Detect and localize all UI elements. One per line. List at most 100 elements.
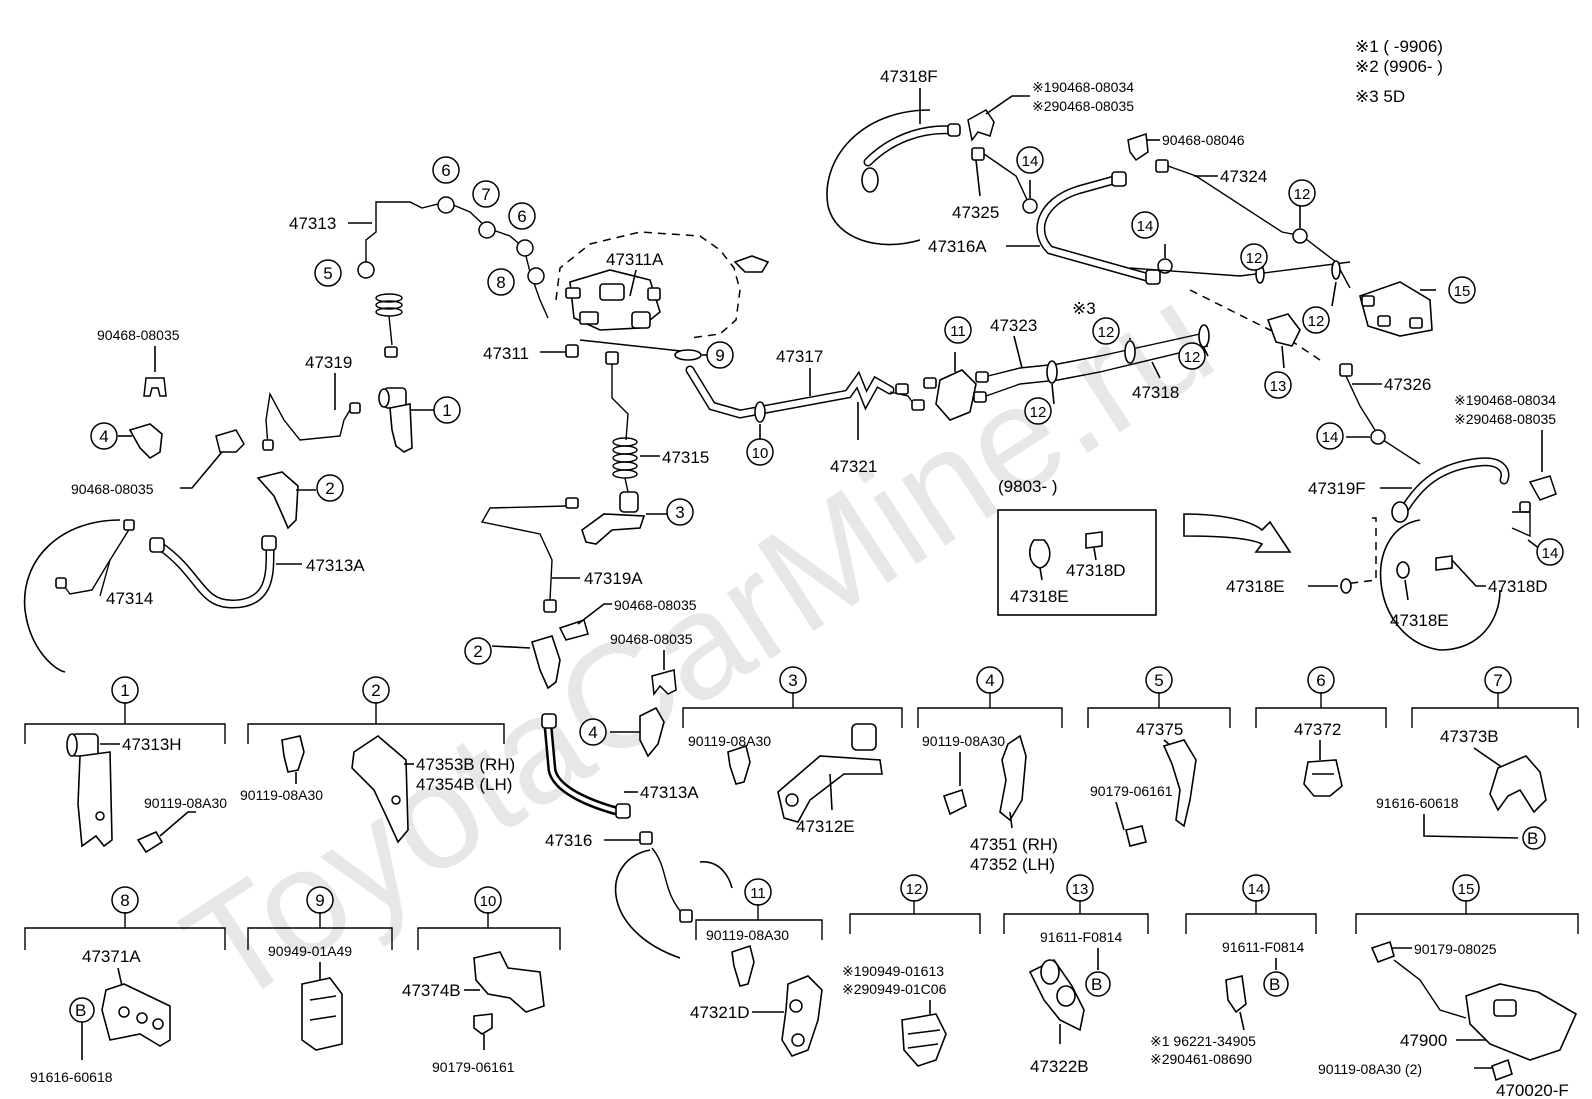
legend-group-8: 47371A B 91616-60618 [30,947,171,1085]
label-top-clip-2: ※290468-08035 [1032,98,1134,114]
legend-group-12: ※190949-01613 ※290949-01C06 [842,963,947,1067]
inset-title: (9803- ) [998,477,1058,496]
label-right-clip-1: ※190468-08034 [1454,392,1556,408]
pipe-47319 [265,391,351,447]
callout-2: 2 [325,479,334,498]
g5-part: 47375 [1136,720,1183,739]
coil-spring-left [375,293,403,358]
pipe-47326 [1345,375,1421,465]
callout-7: 7 [1493,671,1502,690]
clip-14-dot-right [1370,429,1386,445]
callout-10-circle [746,438,774,466]
bracket-4-left [128,423,163,460]
inset-9803: (9803- ) 47318E 47318D [997,477,1157,616]
clip-12-oval-b [1124,340,1136,364]
g14-ref-circle [1263,971,1289,997]
tee-fitting-3 [565,491,646,545]
label-47319F: 47319F [1308,479,1366,498]
callout-12-circle [1302,306,1330,334]
inset-47318E: 47318E [1010,587,1069,606]
callout-14: 14 [1022,153,1039,170]
clip-7-dot [478,221,496,239]
g10-part: 47374B [402,981,461,1000]
g7-ref: B [1527,829,1538,848]
label-47315: 47315 [662,448,709,467]
clip-12-oval-e [1331,260,1341,280]
legend-group-1: 47313H 90119-08A30 [66,733,227,854]
callout-4: 4 [588,723,597,742]
bracket-4-mid [639,706,665,758]
g2-bolt: 90119-08A30 [240,787,323,803]
callout-1: 1 [120,681,129,700]
callout-12-circle [1288,179,1316,207]
clip-top [967,109,995,142]
callout-15: 15 [1458,881,1475,898]
label-47318F: 47318F [880,67,938,86]
label-90468-08035-d: 90468-08035 [610,631,693,647]
callout-6: 6 [441,161,450,180]
label-47326: 47326 [1384,375,1431,394]
callout-14: 14 [1248,881,1265,898]
callout-5: 5 [1154,671,1163,690]
callout-3-circle [666,498,694,526]
clip-5-dot [357,261,375,279]
label-top-clip-1: ※190468-08034 [1032,79,1134,95]
direction-arrow [1183,513,1292,553]
label-47321: 47321 [830,457,877,476]
label-right-clip-2: ※290468-08035 [1454,411,1556,427]
g8-ref: B [75,1001,86,1020]
legend-group-11: 90119-08A30 47321D [690,927,823,1057]
g12-v1: ※190949-01613 [842,963,944,979]
callout-5: 5 [323,264,332,283]
legend-group-4: 90119-08A30 47351 (RH) 47352 (LH) [922,733,1058,874]
clip-12-oval-a [1046,360,1058,384]
callout-4: 4 [985,671,994,690]
label-47311: 47311 [483,344,529,363]
clip-8-dot [527,267,545,285]
clip-90468-08046 [1127,132,1149,162]
callout-13: 13 [1270,378,1287,395]
hose-47313A-left [155,541,275,609]
callout-6-circle [432,156,460,184]
g2-rh: 47353B (RH) [416,755,515,774]
callout-14: 14 [1542,545,1559,562]
clip-right [1528,475,1557,501]
callout-13: 13 [1072,881,1089,898]
g13-ref-circle [1085,971,1111,997]
g14-ref: B [1269,975,1280,994]
clip-14-dot-top [1022,198,1038,214]
clip-10-oval [754,401,766,423]
g13-ref: B [1091,975,1102,994]
pipe-47319A [480,505,567,601]
brake-drum-arc-mid [614,849,681,959]
g1-part: 47313H [122,735,182,754]
legend-group-6: 47372 [1294,720,1343,797]
proportioning-valve-15 [1359,281,1433,337]
pipe-47313 [365,201,549,319]
label-47316A: 47316A [928,237,987,256]
callout-6: 6 [517,207,526,226]
callout-6-circle [508,202,536,230]
brake-drum-arc-left [23,519,121,673]
callout-14-circle [1131,211,1159,239]
g14-bolt: 91611-F0814 [1222,939,1304,955]
callout-6: 6 [1316,671,1325,690]
callout-10: 10 [752,445,769,462]
g1-bolt: 90119-08A30 [144,795,227,811]
callout-3: 3 [675,503,684,522]
callout-12: 12 [1246,250,1263,267]
callout-8: 8 [496,273,505,292]
bracket-2-mid [531,635,561,690]
legend-group-15: 90179-08025 47900 90119-08A30 (2) 470020… [1318,940,1578,1099]
callout-4: 4 [99,427,108,446]
g2-lh: 47354B (LH) [416,775,512,794]
callout-2-circle [316,474,344,502]
callout-9: 9 [715,346,724,365]
callout-7: 7 [481,185,490,204]
clip-90468-08035-a [143,377,167,397]
legend-group-2: 90119-08A30 47353B (RH) 47354B (LH) [240,734,515,844]
callout-1: 1 [442,401,451,420]
master-cylinder-outline [555,231,741,339]
callout-12: 12 [1030,404,1047,421]
g8-part: 47371A [82,947,141,966]
